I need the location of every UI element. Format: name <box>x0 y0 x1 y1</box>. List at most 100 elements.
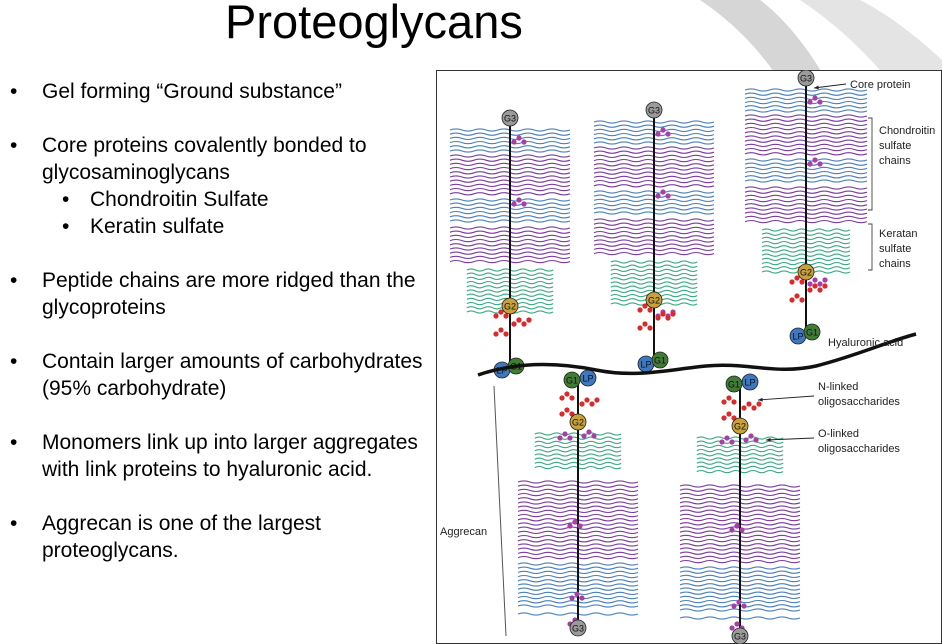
o-linked-sugar <box>719 439 725 445</box>
chondroitin-bracket <box>868 117 873 211</box>
o-linked-sugar <box>729 625 735 631</box>
n-linked-sugar <box>521 321 527 327</box>
g1-domain <box>803 323 821 341</box>
keratan-label: sulfate <box>879 243 911 255</box>
o-linked-sugar <box>567 435 573 441</box>
o-linked-sugar <box>807 161 813 167</box>
o-linked-label: O-linked <box>818 428 859 440</box>
n-linked-sugar <box>498 309 504 315</box>
n-linked-sugar <box>726 411 732 417</box>
n-linked-sugar <box>579 401 585 407</box>
n-linked-sugar <box>721 399 727 405</box>
n-linked-sugar <box>789 297 795 303</box>
core-protein-arrow <box>813 83 847 89</box>
n-linked-sugar <box>637 307 643 313</box>
o-linked-sugar <box>741 603 747 609</box>
aggrecan-label: Aggrecan <box>440 526 487 538</box>
n-linked-sugar <box>660 311 666 317</box>
o-linked-sugar <box>521 201 527 207</box>
n-linked-sugar <box>511 321 517 327</box>
g3-label: G3 <box>648 106 660 116</box>
n-linked-sugar <box>569 395 575 401</box>
n-linked-sugar <box>655 315 661 321</box>
lp-label: LP <box>640 360 651 370</box>
g2-label: G2 <box>572 418 584 428</box>
n-linked-sugar <box>642 303 648 309</box>
n-linked-sugar <box>493 313 499 319</box>
g2-domain <box>797 263 815 281</box>
n-linked-sugar <box>670 311 676 317</box>
o-linked-sugar <box>660 189 666 195</box>
g3-label: G3 <box>734 632 746 642</box>
o-linked-sugar <box>822 277 828 283</box>
o-linked-sugar <box>724 435 730 441</box>
g3-domain <box>731 627 749 644</box>
n-linked-sugar <box>589 401 595 407</box>
n-linked-sugar <box>789 279 795 285</box>
n-linked-sugar <box>647 307 653 313</box>
o-linked-arrow-head <box>766 437 771 442</box>
bullet-item: Aggrecan is one of the largest proteogly… <box>8 510 428 564</box>
n-linked-sugar <box>726 395 732 401</box>
o-linked-sugar <box>567 523 573 529</box>
o-linked-sugar <box>665 193 671 199</box>
g2-domain <box>731 417 749 435</box>
g1-label: G1 <box>654 356 666 366</box>
o-linked-sugar <box>729 527 735 533</box>
g2-label: G2 <box>504 302 516 312</box>
n-linked-sugar <box>564 407 570 413</box>
o-linked-sugar <box>665 131 671 137</box>
o-linked-sugar <box>817 99 823 105</box>
o-linked-sugar <box>729 439 735 445</box>
n-linked-sugar <box>741 405 747 411</box>
bullet-item: Monomers link up into larger aggregates … <box>8 429 428 483</box>
g3-domain <box>797 70 815 87</box>
aggrecan-line <box>493 385 507 637</box>
n-linked-sugar <box>794 275 800 281</box>
keratan-label: chains <box>879 258 911 270</box>
keratan-label: Keratan <box>879 228 918 240</box>
g2-domain <box>569 413 587 431</box>
o-linked-sugar <box>817 161 823 167</box>
keratan-bracket <box>868 223 873 271</box>
g2-label: G2 <box>648 296 660 306</box>
chondroitin-label: chains <box>879 155 911 167</box>
n-linked-sugar <box>731 399 737 405</box>
n-linked-sugar <box>642 321 648 327</box>
g2-label: G2 <box>800 268 812 278</box>
o-linked-sugar <box>516 197 522 203</box>
o-linked-sugar <box>748 433 754 439</box>
n-linked-sugar <box>647 325 653 331</box>
n-linked-sugar <box>526 317 532 323</box>
lp-domain <box>741 373 759 391</box>
o-linked-sugar <box>812 95 818 101</box>
n-linked-sugar <box>817 287 823 293</box>
n-linked-sugar <box>498 327 504 333</box>
o-linked-sugar <box>586 429 592 435</box>
n-linked-sugar <box>807 287 813 293</box>
core-protein-arrow-head <box>814 85 819 90</box>
g3-domain <box>645 101 663 119</box>
o-linked-sugar <box>660 127 666 133</box>
n-linked-arrow <box>757 395 815 401</box>
core-protein-label: Core protein <box>850 79 911 91</box>
n-linked-sugar <box>751 405 757 411</box>
o-linked-sugar <box>807 99 813 105</box>
o-linked-label: oligosaccharides <box>818 443 900 455</box>
n-linked-sugar <box>794 293 800 299</box>
n-linked-sugar <box>503 331 509 337</box>
g2-domain <box>501 297 519 315</box>
o-linked-sugar <box>511 139 517 145</box>
o-linked-sugar <box>655 193 661 199</box>
bullet-item: Peptide chains are more ridged than the … <box>8 267 428 321</box>
o-linked-sugar <box>812 277 818 283</box>
g3-label: G3 <box>572 624 584 634</box>
g2-label: G2 <box>734 422 746 432</box>
bullet-list: Gel forming “Ground substance” Core prot… <box>8 78 428 591</box>
o-linked-sugar <box>521 139 527 145</box>
g3-label: G3 <box>800 74 812 84</box>
o-linked-sugar <box>569 595 575 601</box>
